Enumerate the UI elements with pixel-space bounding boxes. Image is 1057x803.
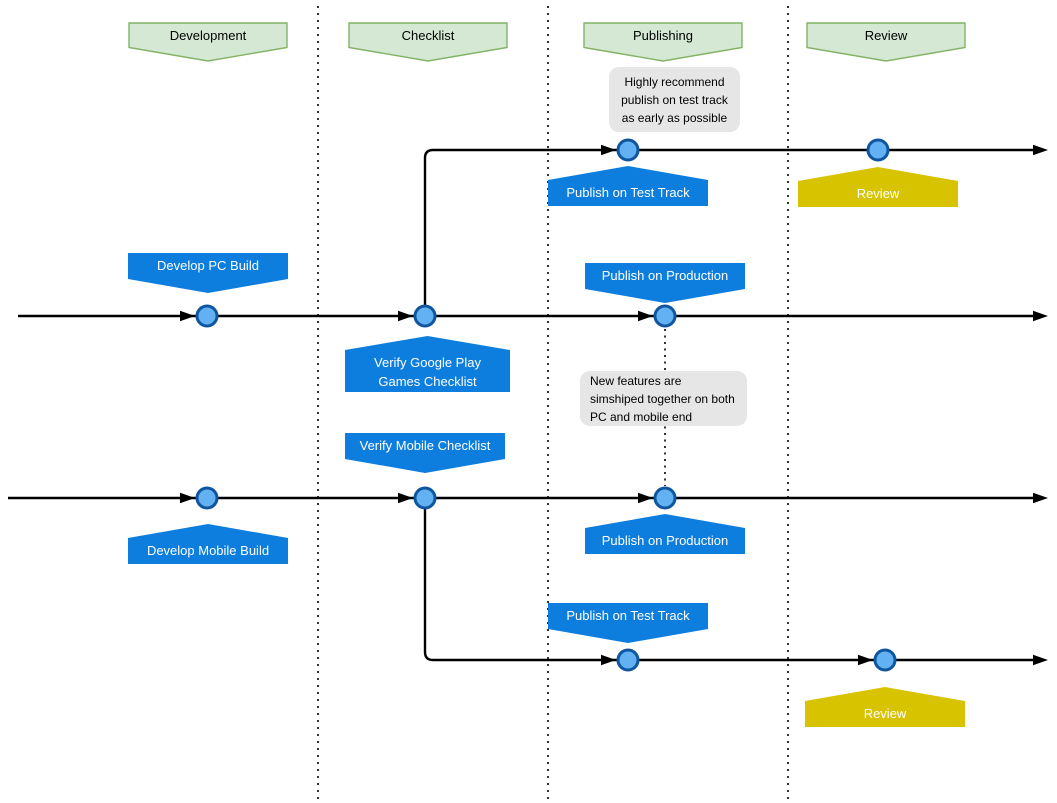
- banner-shape: [348, 22, 508, 62]
- arrowhead-icon: [638, 492, 653, 504]
- banner-shape: [806, 22, 966, 62]
- banner-publish-on-test-track-pc[interactable]: Publish on Test Track: [548, 166, 708, 206]
- banner-shape: [798, 167, 958, 207]
- banner-shape: [805, 687, 965, 727]
- milestone-circle[interactable]: [653, 486, 677, 510]
- arrowhead-icon: [601, 144, 616, 156]
- banner-label: Develop PC Build: [157, 258, 259, 273]
- arrowhead-icon: [638, 310, 653, 322]
- banner-shape: [128, 22, 288, 62]
- phase-header-label: Publishing: [633, 28, 693, 43]
- banner-label: Review: [863, 706, 907, 721]
- arrowhead-icon: [1033, 144, 1048, 156]
- banner-verify-mobile-checklist[interactable]: Verify Mobile Checklist: [345, 433, 505, 473]
- arrowhead-icon: [1033, 492, 1048, 504]
- milestone-circle[interactable]: [195, 486, 219, 510]
- phase-header-development[interactable]: Development: [128, 22, 288, 62]
- arrowhead-icon: [858, 654, 873, 666]
- banner-develop-mobile-build[interactable]: Develop Mobile Build: [128, 524, 288, 564]
- banner-label: Verify Mobile Checklist: [359, 438, 491, 453]
- arrowhead-icon: [1033, 310, 1048, 322]
- banner-publish-on-production-pc[interactable]: Publish on Production: [585, 263, 745, 303]
- milestone-circle[interactable]: [413, 486, 437, 510]
- banner-shape: [548, 603, 708, 643]
- banner-label: Publish on Test Track: [566, 185, 690, 200]
- arrowhead-icon: [180, 492, 195, 504]
- phase-header-publishing[interactable]: Publishing: [583, 22, 743, 62]
- banner-label: Publish on Production: [601, 533, 729, 548]
- note-simship[interactable]: New features are simshiped together on b…: [580, 371, 747, 426]
- banner-shape: [585, 514, 745, 554]
- note-text: Highly recommend publish on test track a…: [621, 74, 728, 125]
- arrowhead-icon: [180, 310, 195, 322]
- banner-label: Develop Mobile Build: [146, 543, 270, 558]
- timeline-mobile-test-track: [423, 507, 1041, 662]
- phase-header-label: Checklist: [401, 28, 455, 43]
- timeline-pc-test-track: [423, 148, 1041, 307]
- banner-label: Verify Google Play Games Checklist: [374, 355, 481, 389]
- banner-shape: [548, 166, 708, 206]
- banner-shape: [585, 263, 745, 303]
- milestone-circle[interactable]: [413, 304, 437, 328]
- arrowhead-icon: [601, 654, 616, 666]
- note-publish-early[interactable]: Highly recommend publish on test track a…: [609, 67, 740, 132]
- banner-develop-pc-build[interactable]: Develop PC Build: [128, 253, 288, 293]
- banner-label: Review: [856, 186, 900, 201]
- arrowhead-icon: [398, 310, 413, 322]
- milestone-circle[interactable]: [653, 304, 677, 328]
- phase-header-label: Review: [864, 28, 908, 43]
- banner-review-pc[interactable]: Review: [798, 167, 958, 207]
- phase-header-checklist[interactable]: Checklist: [348, 22, 508, 62]
- banner-shape: [128, 524, 288, 564]
- milestone-circle[interactable]: [866, 138, 890, 162]
- banner-review-mobile[interactable]: Review: [805, 687, 965, 727]
- banner-publish-on-test-track-mobile[interactable]: Publish on Test Track: [548, 603, 708, 643]
- phase-header-label: Development: [169, 28, 247, 43]
- milestone-circle[interactable]: [616, 138, 640, 162]
- arrowhead-icon: [398, 492, 413, 504]
- banner-shape: [345, 336, 510, 392]
- banner-shape: [583, 22, 743, 62]
- phase-header-review[interactable]: Review: [806, 22, 966, 62]
- banner-publish-on-production-mobile[interactable]: Publish on Production: [585, 514, 745, 554]
- banner-shape: [128, 253, 288, 293]
- note-text: New features are simshiped together on b…: [590, 373, 735, 424]
- milestone-circle[interactable]: [616, 648, 640, 672]
- banner-verify-google-play-games-checklist[interactable]: Verify Google Play Games Checklist: [345, 336, 510, 392]
- banner-label: Publish on Test Track: [566, 608, 690, 623]
- banner-shape: [345, 433, 505, 473]
- banner-label: Publish on Production: [601, 268, 729, 283]
- milestone-circle[interactable]: [873, 648, 897, 672]
- arrowhead-icon: [1033, 654, 1048, 666]
- milestone-circle[interactable]: [195, 304, 219, 328]
